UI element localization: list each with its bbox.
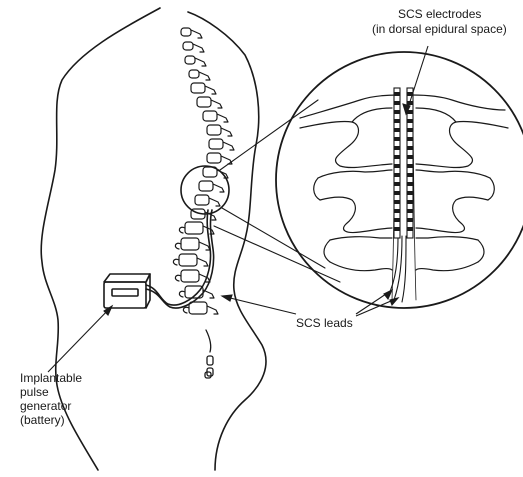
- electrode-contact: [394, 191, 400, 195]
- electrode-contact: [407, 191, 413, 195]
- electrode-contact: [394, 101, 400, 105]
- spinous-process: [209, 198, 220, 206]
- vertebra: [189, 302, 207, 314]
- spine: [173, 28, 234, 314]
- spinous-process: [223, 142, 234, 150]
- vertebra: [179, 254, 197, 266]
- electrode-contact: [394, 137, 400, 141]
- electrode-contact: [407, 227, 413, 231]
- vertebra: [181, 238, 199, 250]
- transverse-process: [183, 307, 189, 313]
- spinous-process: [221, 128, 232, 136]
- zoom-source-circle: [181, 166, 229, 214]
- electrode-contact: [394, 227, 400, 231]
- electrode-contact: [394, 218, 400, 222]
- vertebra: [197, 97, 211, 107]
- electrode-contact: [394, 110, 400, 114]
- electrode-contact: [394, 182, 400, 186]
- vertebra: [191, 83, 205, 93]
- electrodes-arrow: [406, 46, 428, 114]
- leads-arrow-left: [222, 296, 296, 314]
- electrode-contact: [394, 209, 400, 213]
- vertebra: [181, 270, 199, 282]
- spinous-process: [191, 30, 202, 38]
- electrode-contact: [407, 155, 413, 159]
- label-scs-electrodes: SCS electrodes: [398, 7, 481, 21]
- label-dorsal-epidural-space: (in dorsal epidural space): [372, 22, 507, 36]
- transverse-process: [179, 227, 185, 233]
- magnified-vertebrae: [300, 92, 508, 302]
- electrode-contact: [407, 128, 413, 132]
- transverse-process: [173, 259, 179, 265]
- electrode-contact: [407, 164, 413, 168]
- vertebra: [181, 28, 191, 36]
- electrode-contact: [407, 209, 413, 213]
- electrode-contact: [407, 119, 413, 123]
- transverse-process: [175, 275, 181, 281]
- spinous-process: [199, 274, 210, 282]
- electrode-contact: [394, 128, 400, 132]
- label-ipg-line2: pulse: [20, 385, 49, 399]
- electrode-contact: [407, 218, 413, 222]
- electrode-contact: [407, 173, 413, 177]
- spinous-process: [207, 306, 218, 314]
- vertebra: [203, 111, 217, 121]
- vertebra: [207, 153, 221, 163]
- pulse-generator-device: [104, 274, 150, 308]
- electrode-contact: [407, 200, 413, 204]
- spinous-process: [211, 100, 222, 108]
- label-ipg-line1: Implantable: [20, 371, 82, 385]
- vertebra: [209, 139, 223, 149]
- vertebra: [185, 222, 203, 234]
- spinous-process: [195, 58, 206, 66]
- electrode-contact: [407, 137, 413, 141]
- vertebra: [199, 181, 213, 191]
- label-ipg-line4: (battery): [20, 413, 65, 427]
- electrode-contact: [394, 173, 400, 177]
- transverse-process: [179, 291, 185, 297]
- vertebra: [207, 125, 221, 135]
- spinous-process: [199, 242, 210, 250]
- vertebra: [189, 70, 199, 78]
- coccyx: [205, 330, 213, 378]
- magnified-view: [276, 52, 523, 308]
- electrode-contact: [394, 200, 400, 204]
- electrode-contact: [407, 182, 413, 186]
- electrode-contact: [407, 146, 413, 150]
- spinous-process: [199, 72, 210, 80]
- electrode-contact: [394, 155, 400, 159]
- spinous-process: [213, 184, 224, 192]
- spinous-process: [205, 86, 216, 94]
- spinous-process: [197, 258, 208, 266]
- electrode-contact: [394, 164, 400, 168]
- vertebra: [195, 195, 209, 205]
- spinous-process: [193, 44, 204, 52]
- spinous-process: [217, 114, 228, 122]
- label-ipg-line3: generator: [20, 399, 71, 413]
- electrode-contact: [394, 119, 400, 123]
- electrode-contact: [394, 146, 400, 150]
- pointer-arrows: [48, 46, 428, 372]
- electrode-contact: [394, 92, 400, 96]
- vertebra: [183, 42, 193, 50]
- body-outline: [41, 8, 266, 470]
- vertebra: [185, 56, 195, 64]
- electrode-array: [394, 88, 413, 238]
- transverse-process: [175, 243, 181, 249]
- label-scs-leads: SCS leads: [296, 316, 353, 330]
